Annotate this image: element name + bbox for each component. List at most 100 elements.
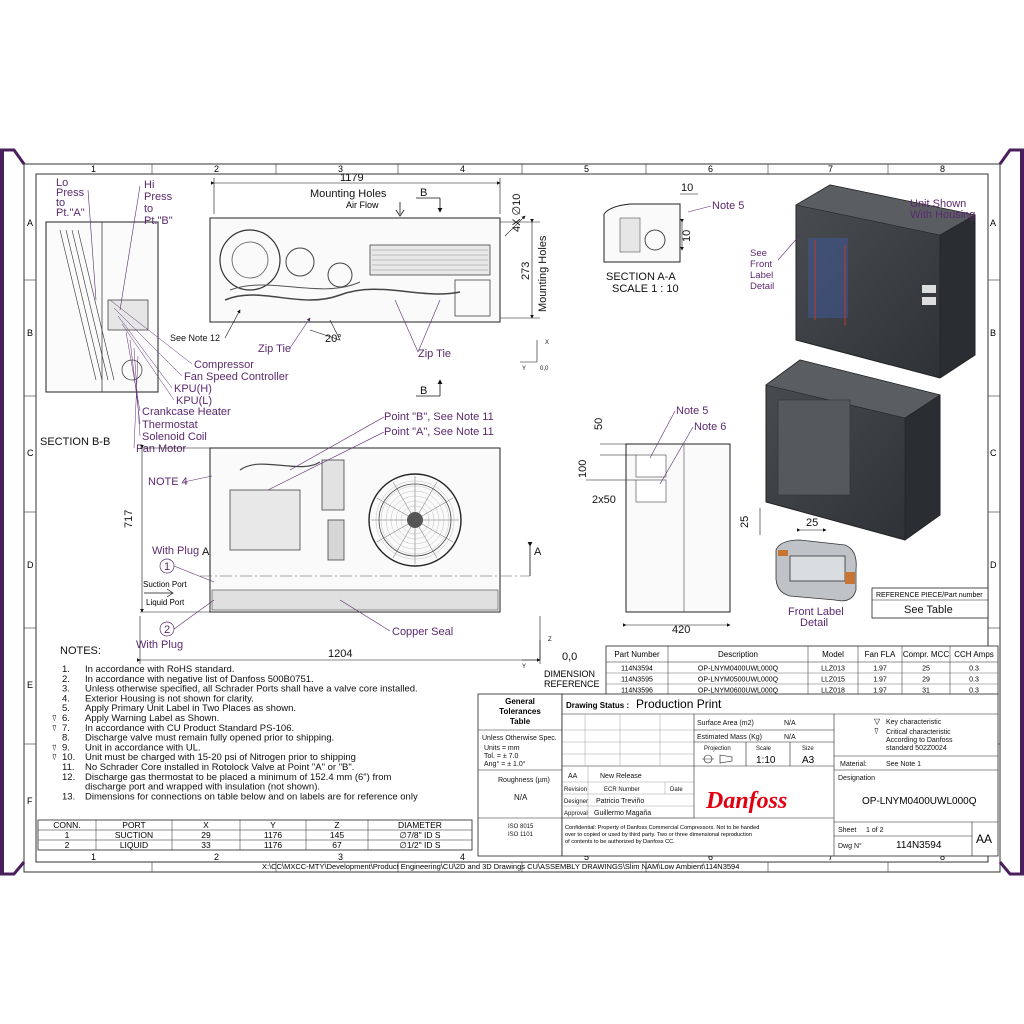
roughness-label: Roughness (µm) xyxy=(498,777,550,784)
part-table-cell: 1.97 xyxy=(873,688,887,695)
list-item: 12.Discharge gas thermostat to be placed… xyxy=(62,772,392,783)
frame-col-bottom: 6 xyxy=(708,852,713,862)
conn-table-header: Z xyxy=(334,820,339,830)
iso-1101: ISO 1101 xyxy=(508,832,534,838)
bb-callout: KPU(H) xyxy=(174,383,212,395)
material-label: Material: xyxy=(840,761,867,768)
section-a-left: A xyxy=(202,546,210,558)
critical-char-icon: ⍢ xyxy=(52,714,57,723)
note-number: 8. xyxy=(62,733,70,744)
iso-title-2: With Housing xyxy=(910,209,975,221)
dwg-number: 114N3594 xyxy=(896,840,942,851)
frame-col-bottom: 4 xyxy=(460,852,465,862)
frame-col-bottom: 5 xyxy=(584,852,589,862)
frame-col-top: 8 xyxy=(940,164,945,174)
fan-grille-ring xyxy=(400,505,430,535)
note-number: 13. xyxy=(62,791,75,802)
note-text: Unit must be charged with 15-20 psi of N… xyxy=(85,752,356,763)
designation-label: Designation xyxy=(838,775,875,782)
iso-view-housing: Unit Shown With Housing SeeFrontLabelDet… xyxy=(750,184,976,379)
sheet: 1 of 2 xyxy=(866,827,884,834)
drawing-status: Production Print xyxy=(636,697,722,711)
see-label-line: Detail xyxy=(750,281,774,292)
designation: OP-LNYM0400UWL000Q xyxy=(862,796,977,807)
dim-1179: 1179 xyxy=(340,172,364,184)
note-number: 11. xyxy=(62,762,75,773)
label-dim-25a: 25 xyxy=(739,516,751,528)
section-a-right: A xyxy=(534,546,542,558)
mass-label: Estimated Mass (Kg) xyxy=(697,734,762,741)
bb-leader xyxy=(113,307,183,377)
critical-char-icon: ⍢ xyxy=(52,753,57,762)
frame-col-bottom: 2 xyxy=(214,852,219,862)
frame-col-top: 6 xyxy=(708,164,713,174)
dim-10b: 10 xyxy=(681,230,693,242)
frame-row-right: B xyxy=(990,328,996,338)
surface-area-label: Surface Area (m2) xyxy=(697,720,754,727)
note-text: Discharge gas thermostat to be placed a … xyxy=(85,772,392,783)
conn-table-header: DIAMETER xyxy=(398,820,442,830)
fan-grille-ring xyxy=(375,480,455,560)
bb-callout: Crankcase Heater xyxy=(142,406,231,418)
aa-note5: Note 5 xyxy=(712,200,744,212)
key-char-icon: ▽ xyxy=(874,717,881,726)
note-number: 7. xyxy=(62,723,70,734)
note-text: Dimensions for connections on table belo… xyxy=(85,791,418,802)
notes-block: NOTES: 1.In accordance with RoHS standar… xyxy=(52,645,418,802)
copper-seal: Copper Seal xyxy=(392,626,453,638)
mounting-holes-v: Mounting Holes xyxy=(537,235,549,312)
part-table-cell: 114N3594 xyxy=(621,666,653,673)
part-table-cell: 0.3 xyxy=(969,677,979,684)
side-view: Note 5 Note 6 50 100 2x50 420 xyxy=(577,405,731,636)
with-plug-1: With Plug xyxy=(152,545,199,557)
list-item: 13. Dimensions for connections on table b… xyxy=(62,791,418,802)
size-label: Size xyxy=(802,746,814,752)
list-item: 5.Apply Primary Unit Label in Two Places… xyxy=(62,703,296,714)
see-label-line: See xyxy=(750,248,767,259)
frame-row-left: B xyxy=(27,328,33,338)
tol-units: Units = mm xyxy=(484,745,520,752)
frame-row-left: E xyxy=(27,680,33,690)
part-table-cell: 25 xyxy=(922,666,930,673)
dim-717: 717 xyxy=(123,510,135,528)
list-item: discharge port and wrapped with insulati… xyxy=(85,782,320,793)
axis-top-y: Y xyxy=(522,366,526,372)
fan-grille-ring xyxy=(385,490,445,550)
part-table-cell: OP-LNYM0500UWL000Q xyxy=(698,677,779,684)
frame-row-left: A xyxy=(27,218,33,228)
note-text: Unless otherwise specified, all Schrader… xyxy=(85,684,418,695)
part-table-cell: LLZ018 xyxy=(821,688,845,695)
side-note5: Note 5 xyxy=(676,405,708,417)
dim-1204: 1204 xyxy=(328,648,352,660)
mass: N/A xyxy=(784,734,796,741)
lo-press-label: Pt."A" xyxy=(56,207,85,219)
conn-table-header: Y xyxy=(270,820,276,830)
note-text: No Schrader Core installed in Rotolock V… xyxy=(85,762,354,773)
frame-col-bottom: 3 xyxy=(338,852,343,862)
part-table-cell: 114N3596 xyxy=(621,688,653,695)
bb-leader xyxy=(109,299,193,365)
liquid-port: Liquid Port xyxy=(146,598,185,607)
note-number: 9. xyxy=(62,742,70,753)
dim-2x50: 2x50 xyxy=(592,494,616,506)
critical-char-icon: ⍢ xyxy=(52,724,57,733)
suction-arrow-icon xyxy=(144,588,174,598)
frame-col-bottom: 7 xyxy=(828,852,833,862)
dim-ref-2: REFERENCE xyxy=(544,679,600,689)
part-table-cell: LLZ013 xyxy=(821,666,845,673)
lo-press-label: Lo xyxy=(56,177,68,189)
axis-top-origin: 0,0 xyxy=(540,366,549,372)
part-table-cell: 29 xyxy=(922,677,930,684)
section-aa-view: 10 10 Note 5 SECTION A-A SCALE 1 : 10 xyxy=(603,182,744,295)
frame-row-left: C xyxy=(27,448,34,458)
note-text: discharge port and wrapped with insulati… xyxy=(85,782,320,793)
lo-press-label: to xyxy=(56,197,65,209)
conn-table-header: X xyxy=(203,820,209,830)
ref-piece-value: See Table xyxy=(904,604,953,616)
bb-leader xyxy=(121,323,175,401)
point-a-label: Point "A", See Note 11 xyxy=(384,426,494,438)
